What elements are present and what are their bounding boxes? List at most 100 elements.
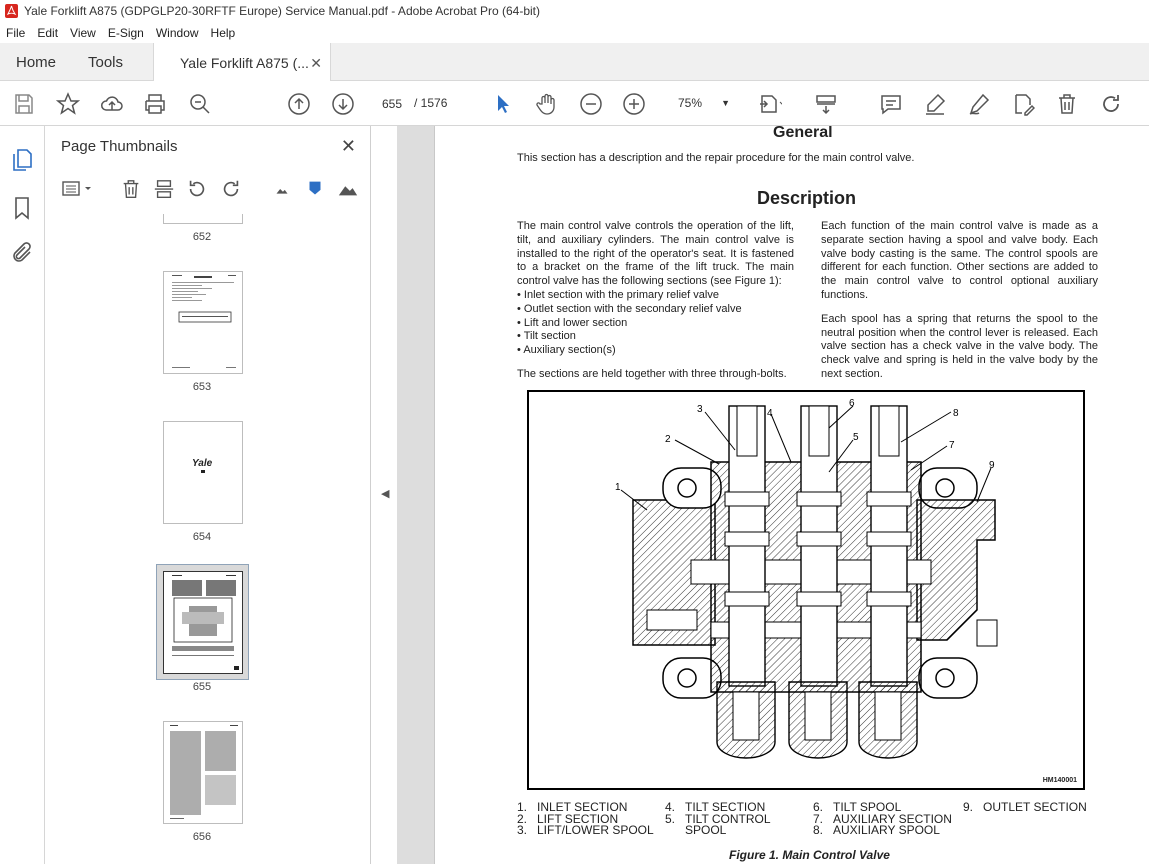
rotate-right-icon[interactable] [220,178,242,200]
legend-text: TILT SPOOL [833,800,902,814]
sign-pen-icon[interactable] [967,92,991,116]
zoom-out-icon[interactable] [579,92,603,116]
callout-label: 3 [697,404,703,415]
menu-window[interactable]: Window [155,25,199,40]
panel-title: Page Thumbnails [61,138,178,155]
pdf-page: General This section has a description a… [434,126,1149,864]
logo-mark [201,470,205,473]
callout-label: 5 [853,432,859,443]
left-rail [0,126,45,864]
page-fit-icon[interactable] [758,92,785,116]
heading-general: General [773,126,833,141]
page-number-input[interactable]: 655 [374,91,410,115]
thumbnail-preview [172,575,239,670]
close-panel-icon[interactable]: ✕ [340,136,356,156]
thumbnail-label: 654 [192,531,212,543]
page-thumbnail-654[interactable]: Yale [163,421,243,524]
attachment-icon[interactable] [10,241,34,265]
callout-label: 8 [953,408,959,419]
print-icon[interactable] [143,92,167,116]
list-item: Inlet section with the primary relief va… [517,289,794,303]
thumbnail-label: 653 [192,381,212,393]
delete-page-icon[interactable] [120,178,142,200]
panel-toolbar [45,174,371,204]
zoom-search-icon[interactable] [188,92,212,116]
redo-rotate-icon[interactable] [1099,92,1123,116]
menu-esign[interactable]: E-Sign [107,25,144,40]
legend-number: 3. [517,823,528,837]
menu-edit[interactable]: Edit [37,25,59,40]
small-thumbnail-icon[interactable] [271,178,293,200]
options-menu-icon[interactable] [61,178,95,200]
legend-text: AUXILIARY SECTION [833,811,952,826]
page-thumbnails-icon[interactable] [10,148,34,172]
next-page-icon[interactable] [331,92,355,116]
legend-text: INLET SECTION [537,800,628,814]
tab-home[interactable]: Home [16,53,57,71]
legend-column-3: 6.TILT SPOOL 7.AUXILIARY SECTION 8.AUXIL… [813,800,952,837]
title-bar: Yale Forklift A875 (GDPGLP20-30RFTF Euro… [0,0,1149,22]
legend-number: 8. [813,823,824,837]
page-thumbnail-656[interactable] [163,721,243,824]
thumbnail-label: 655 [192,681,212,693]
tab-document[interactable]: Yale Forklift A875 (... ✕ [153,43,331,82]
collapse-panel-icon[interactable]: ◀ [381,488,390,500]
thumbnail-label: 656 [192,831,212,843]
paragraph: The main control valve controls the oper… [517,220,794,288]
heading-description: Description [757,188,857,208]
page-thumbnail-655[interactable] [163,571,243,674]
page-total: / 1576 [414,96,448,110]
chevron-down-icon: ▼ [721,98,730,108]
paragraph: Each spool has a spring that returns the… [821,312,1098,380]
comment-icon[interactable] [879,92,903,116]
legend-number: 7. [813,811,824,826]
bookmark-icon[interactable] [10,196,34,220]
close-tab-icon[interactable]: ✕ [310,55,322,71]
list-item: Outlet section with the secondary relief… [517,303,794,317]
callout-label: 1 [615,482,621,493]
menu-help[interactable]: Help [210,25,236,40]
highlight-pen-icon[interactable] [923,92,947,116]
page-thumbnail-652[interactable] [163,214,243,224]
figure-main-control-valve: 1 2 3 4 5 6 7 8 9 HM140001 [527,390,1085,790]
extract-pages-icon[interactable] [153,178,175,200]
scroll-mode-icon[interactable] [814,92,838,116]
rotate-left-icon[interactable] [186,178,208,200]
menu-view[interactable]: View [70,25,96,40]
thumbnail-size-slider[interactable] [304,178,326,200]
delete-icon[interactable] [1055,92,1079,116]
zoom-in-icon[interactable] [622,92,646,116]
tab-tools[interactable]: Tools [88,53,124,71]
legend-number: 9. [963,800,974,814]
document-view[interactable]: General This section has a description a… [397,126,1149,864]
thumbnail-list: 652 653 Yale 654 [45,214,355,859]
legend-text: OUTLET SECTION [983,800,1087,814]
column-right: Each function of the main control valve … [821,220,1098,392]
upload-cloud-icon[interactable] [100,92,124,116]
edit-pdf-icon[interactable] [1011,92,1036,116]
legend-number: 1. [517,800,528,814]
legend-number: 4. [665,800,676,814]
legend-text: AUXILIARY SPOOL [833,823,940,837]
legend-number: 2. [517,811,528,826]
valve-drawing: 1 2 3 4 5 6 7 8 9 [615,398,998,759]
hand-tool-icon[interactable] [535,92,559,116]
figure-caption: Figure 1. Main Control Valve [729,848,890,862]
prev-page-icon[interactable] [287,92,311,116]
page-thumbnail-653[interactable] [163,271,243,374]
thumbnail-preview [170,725,238,819]
thumbnail-label: 652 [192,231,212,243]
paragraph: Each function of the main control valve … [821,220,1098,301]
large-thumbnail-icon[interactable] [337,178,359,200]
bookmark-star-icon[interactable] [55,92,81,116]
paragraph: The sections are held together with thre… [517,367,787,380]
callout-label: 6 [849,398,855,409]
save-icon[interactable] [12,92,36,116]
select-cursor-icon[interactable] [491,92,515,116]
tab-document-label: Yale Forklift A875 (... [180,54,309,71]
column-left: The main control valve controls the oper… [517,220,794,392]
zoom-select[interactable]: 75% ▼ [664,91,738,115]
acrobat-icon [5,4,18,18]
thumbnails-panel: Page Thumbnails ✕ 652 [45,126,413,864]
menu-file[interactable]: File [6,25,26,40]
